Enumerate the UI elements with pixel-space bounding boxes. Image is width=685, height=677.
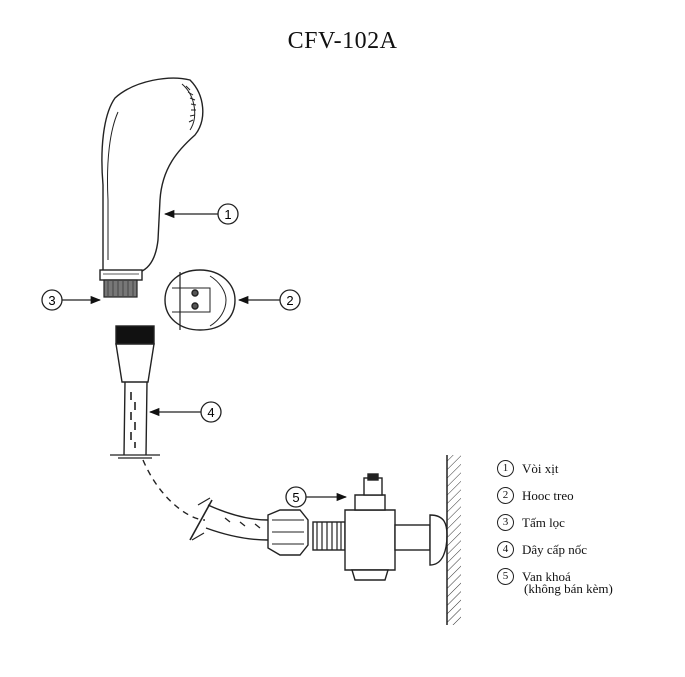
- legend-item: 2 Hooc treo: [497, 482, 613, 509]
- hose-nut: [267, 509, 309, 556]
- legend-note: (không bán kèm): [524, 581, 613, 596]
- callout-label-4: 4: [207, 405, 214, 420]
- callout-5: [285, 486, 348, 508]
- wall-holder: [164, 269, 236, 331]
- callout-label-5: 5: [292, 490, 299, 505]
- diagram-title: CFV-102A: [287, 28, 398, 54]
- parts-legend: 1 Vòi xịt 2 Hooc treo 3 Tấm lọc 4 Dây cấ…: [497, 455, 613, 595]
- callout-label-3: 3: [48, 293, 55, 308]
- supply-hose: [110, 325, 269, 541]
- legend-label: Tấm lọc: [522, 515, 565, 530]
- legend-number: 2: [497, 487, 514, 504]
- callout-3: [41, 289, 102, 311]
- legend-number: 1: [497, 460, 514, 477]
- legend-item: 1 Vòi xịt: [497, 455, 613, 482]
- legend-item: 4 Dây cấp nốc: [497, 536, 613, 563]
- callout-2: [237, 289, 301, 311]
- shutoff-valve: [312, 473, 448, 581]
- callout-4: [148, 401, 222, 423]
- legend-item: 5 Van khoá: [497, 563, 613, 590]
- legend-number: 5: [497, 568, 514, 585]
- legend-label: Hooc treo: [522, 488, 574, 503]
- legend-label: Vòi xịt: [522, 461, 559, 476]
- legend-item: 3 Tấm lọc: [497, 509, 613, 536]
- callout-label-1: 1: [224, 207, 231, 222]
- spray-head: [99, 77, 204, 281]
- callout-label-2: 2: [286, 293, 293, 308]
- legend-number: 3: [497, 514, 514, 531]
- wall: [446, 455, 461, 625]
- legend-label: Dây cấp nốc: [522, 542, 587, 557]
- legend-label: Van khoá: [522, 569, 571, 584]
- callout-1: [163, 203, 239, 225]
- legend-number: 4: [497, 541, 514, 558]
- filter-screen: [103, 279, 138, 298]
